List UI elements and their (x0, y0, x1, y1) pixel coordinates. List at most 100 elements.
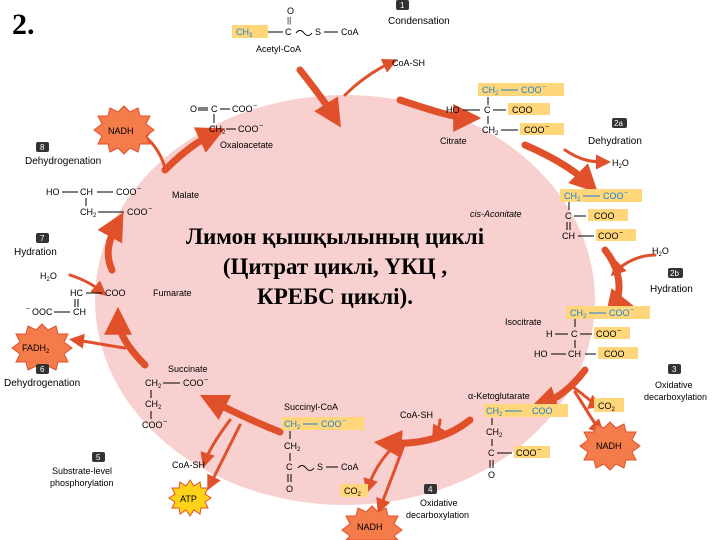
arrow-fumarate-malate (97, 212, 124, 274)
step4-co2: CO2 (344, 486, 362, 498)
arrow-nadh-out-4 (376, 440, 407, 514)
acetyl-ch3: CH3 (236, 27, 253, 39)
arrow-isocitrate-keto (529, 366, 589, 413)
succinate-coo2-charge: − (163, 419, 167, 426)
step8-badge (36, 142, 49, 152)
step-1: 1 Condensation CoA-SH (388, 0, 450, 68)
title-line-1: Лимон қышқылының циклі (185, 224, 485, 249)
step3-badge (668, 364, 681, 374)
oxalo-coo: COO (232, 104, 253, 114)
isocitrate-coo2-charge: − (617, 328, 621, 335)
step-2b: H2O 2b Hydration (650, 246, 693, 295)
citrate: CH2 COO − HO C COO CH2 COO − Citrate (440, 83, 564, 146)
step-8: 8 Dehydrogenation (25, 142, 101, 167)
step4-line1: Oxidative (420, 498, 458, 508)
arrow-h2o-in-2b (610, 253, 657, 277)
citrate-coo3-charge: − (545, 124, 549, 131)
step2a-h2o: H2O (612, 158, 629, 170)
step3-nadh-starburst (579, 421, 641, 471)
step4-coash: CoA-SH (400, 410, 433, 420)
succinate-coo-charge: − (204, 377, 208, 384)
step5-coash: CoA-SH (172, 460, 205, 470)
fumarate-ooc: OOC (32, 307, 53, 317)
nadh-label: NADH (108, 126, 134, 136)
citrate-ch2a: CH2 (482, 85, 499, 97)
step8-number: 8 (40, 143, 45, 152)
isocitrate: Isocitrate CH2 COO − H C COO − HO CH COO (505, 306, 650, 359)
malate-coo2: COO (127, 207, 148, 217)
succinyl-name: Succinyl-CoA (284, 402, 338, 412)
succinate-ch2a: CH2 (145, 378, 162, 390)
keto-coo2-highlight (514, 446, 550, 458)
step7-h2o: H2O (40, 271, 57, 283)
isocitrate-name: Isocitrate (505, 317, 542, 327)
step6-badge (36, 364, 49, 374)
aconitate-coo3-charge: − (619, 230, 623, 237)
oxalo-coo2-charge: − (259, 123, 263, 130)
step1-label: Condensation (388, 16, 450, 27)
succinate: Succinate CH2 COO − CH2 COO − (142, 364, 208, 430)
step1-badge (396, 0, 409, 10)
step2b-number: 2b (670, 269, 679, 278)
aconitate-coo2-box (588, 209, 628, 221)
step3-number: 3 (672, 365, 677, 374)
arrow-coash-in-4 (431, 418, 447, 441)
step-2a: 2a Dehydration H2O (588, 118, 642, 170)
isocitrate-coo-charge: − (630, 307, 634, 314)
isocitrate-c: C (571, 329, 578, 339)
arrow-succinate-fumarate (104, 306, 149, 369)
keto-name: α-Ketoglutarate (468, 391, 530, 401)
step-6: 6 Dehydrogenation (4, 364, 80, 389)
oxaloacetate-name: Oxaloacetate (220, 140, 273, 150)
arrow-h2o-in-7 (68, 273, 107, 296)
fumarate: HC COO − OOC CH Fumarate (26, 288, 192, 317)
aconitate-coo2: COO (594, 211, 615, 221)
step3-co2: CO2 (598, 401, 616, 413)
oxalo-ch2: CH2 (209, 124, 226, 136)
arrow-malate-oxaloacetate (161, 127, 226, 174)
succinate-name: Succinate (168, 364, 208, 374)
citrate-ho: HO (446, 105, 460, 115)
arrow-h2o-out-2a (563, 148, 611, 170)
succinyl-ch2a: CH2 (284, 419, 301, 431)
succinyl-highlight (282, 417, 364, 430)
keto-highlight (484, 404, 568, 417)
step2b-badge (668, 268, 683, 278)
nadh-starburst (93, 105, 155, 155)
acetyl-coa-name: Acetyl-CoA (256, 44, 301, 54)
malate-name: Malate (172, 190, 199, 200)
aconitate-c: C (565, 211, 572, 221)
step2a-number: 2a (614, 119, 623, 128)
citrate-highlight (478, 83, 564, 96)
keto-ch2a: CH2 (486, 406, 503, 418)
citrate-c: C (484, 105, 491, 115)
fumarate-coo: COO (105, 288, 126, 298)
arrow-condensation (296, 66, 341, 128)
aconitate-coo-charge: − (624, 190, 628, 197)
aconitate-coo3-box (596, 229, 636, 241)
title-line-2: (Цитрат циклі, ҮКЦ , (222, 254, 448, 279)
malate-coo2-charge: − (148, 206, 152, 213)
fumarate-name: Fumarate (153, 288, 192, 298)
step3-co2-box (594, 398, 624, 412)
fumarate-ooc-charge: − (26, 306, 30, 313)
step4-nadh-starburst (341, 505, 403, 540)
arrow-to-citrate (396, 96, 482, 132)
keto-coo: COO (532, 406, 553, 416)
fumarate-hc: HC (70, 288, 83, 298)
step-4: CoA-SH CO2 4 Oxidative decarboxylation N… (340, 410, 469, 540)
succinyl-coo: COO (321, 419, 342, 429)
aconitate-ch: CH (562, 231, 575, 241)
aconitate-coo: COO (603, 191, 624, 201)
isocitrate-ch: CH (568, 349, 581, 359)
step2b-label: Hydration (650, 284, 693, 295)
step4-number: 4 (428, 485, 433, 494)
cycle-title: Лимон қышқылының циклі (Цитрат циклі, ҮК… (150, 222, 520, 312)
succinyl-s: S (317, 462, 323, 472)
oxalo-o: O (190, 104, 197, 114)
isocitrate-ho: HO (534, 349, 548, 359)
aconitate-ch2: CH2 (564, 191, 581, 203)
keto-coo2-charge: − (537, 447, 541, 454)
